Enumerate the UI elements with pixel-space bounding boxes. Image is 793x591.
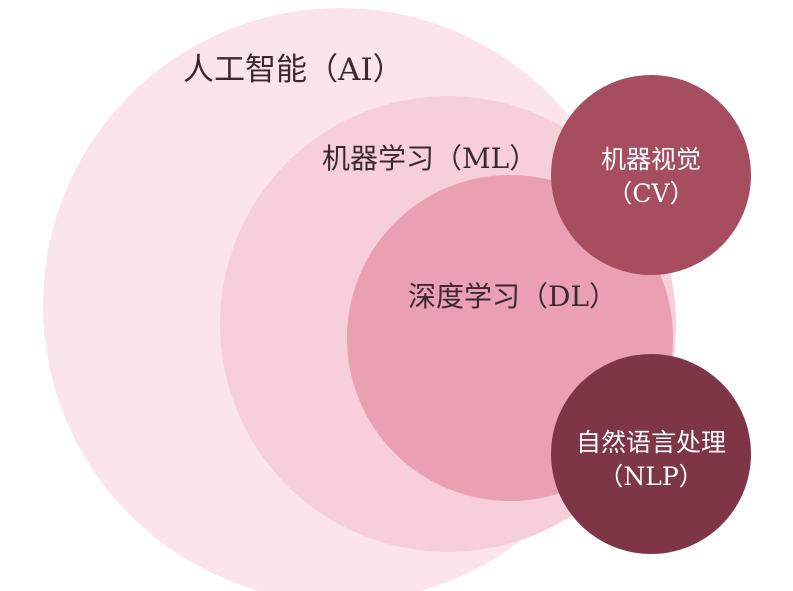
- nlp-label-line1: 自然语言处理: [575, 428, 726, 457]
- cv-label: 机器视觉 （CV）: [551, 143, 751, 211]
- nlp-label-line2: （NLP）: [598, 461, 704, 491]
- dl-label: 深度学习（DL）: [408, 280, 618, 313]
- ai-label: 人工智能（AI）: [183, 52, 404, 88]
- ml-label: 机器学习（ML）: [322, 142, 538, 175]
- cv-circle: 机器视觉 （CV）: [551, 75, 751, 275]
- cv-label-line2: （CV）: [607, 178, 695, 208]
- cv-label-line1: 机器视觉: [600, 145, 701, 174]
- nlp-circle: 自然语言处理 （NLP）: [551, 354, 751, 554]
- nlp-label: 自然语言处理 （NLP）: [551, 426, 751, 494]
